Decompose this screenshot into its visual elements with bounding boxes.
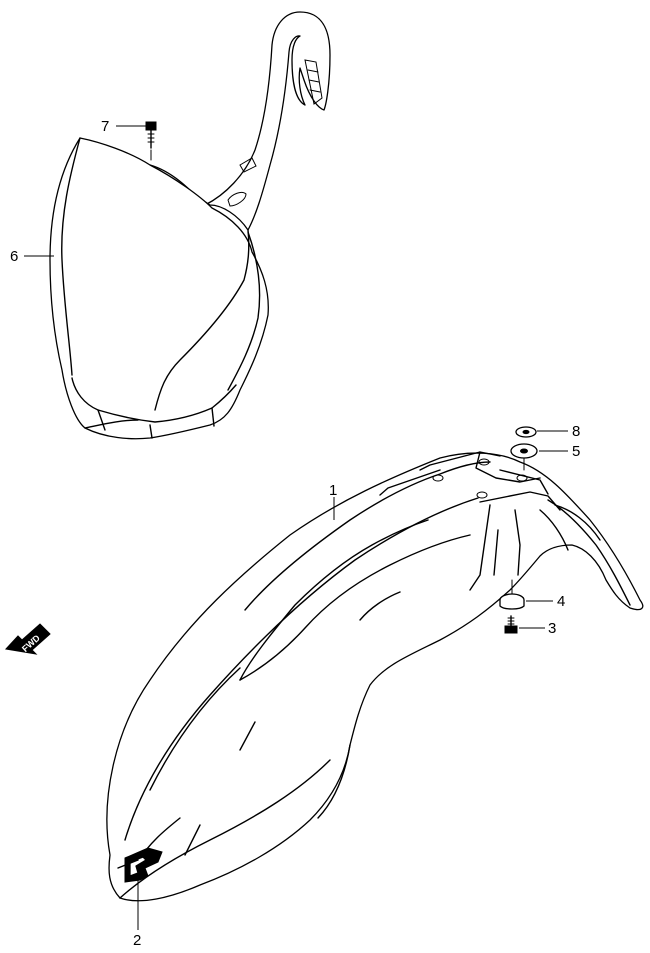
- callout-number: 1: [329, 482, 337, 499]
- callout-number: 2: [133, 932, 141, 949]
- callout-8: 8: [537, 423, 580, 440]
- forward-direction-arrow: FWD: [5, 623, 51, 655]
- callout-number: 5: [572, 443, 580, 460]
- callout-1: 1: [329, 482, 337, 520]
- nut-4: [499, 579, 525, 610]
- washer-5: [510, 443, 538, 471]
- bolt-3: [504, 615, 518, 634]
- callout-4: 4: [526, 593, 565, 610]
- number-plate-part: [49, 11, 331, 440]
- callout-number: 8: [572, 423, 580, 440]
- washer-8: [515, 426, 537, 438]
- callout-6: 6: [10, 248, 54, 265]
- callout-3: 3: [519, 620, 556, 637]
- callout-7: 7: [101, 118, 146, 135]
- callout-number: 7: [101, 118, 109, 135]
- callout-5: 5: [539, 443, 580, 460]
- callout-number: 4: [557, 593, 565, 610]
- callout-number: 3: [548, 620, 556, 637]
- callout-2: 2: [133, 878, 141, 949]
- front-fender-part: [106, 451, 644, 902]
- callout-number: 6: [10, 248, 18, 265]
